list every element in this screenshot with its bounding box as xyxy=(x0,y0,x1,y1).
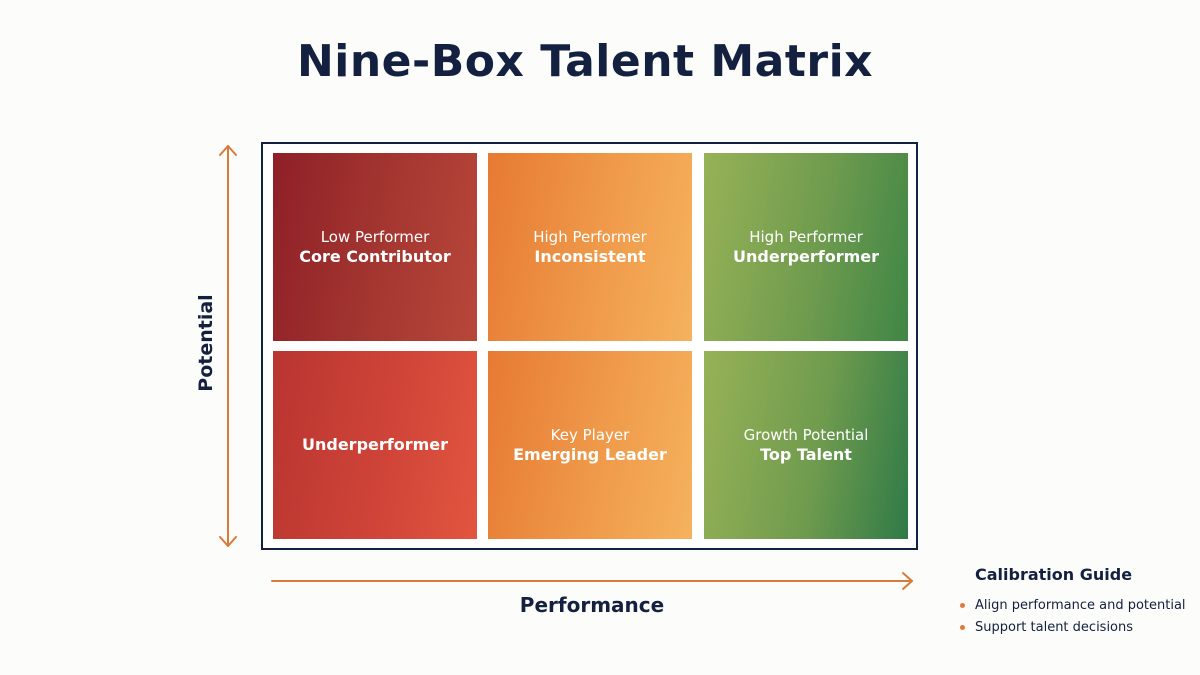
guide-item-text: Align performance and potential xyxy=(975,597,1186,613)
cell-title: Underperformer xyxy=(301,435,449,454)
x-axis-arrow xyxy=(271,572,913,590)
matrix-cell-top-talent: Growth Potential Top Talent xyxy=(704,351,908,539)
cell-title: Top Talent xyxy=(760,445,852,464)
cell-subtitle: High Performer xyxy=(749,228,863,246)
calibration-guide: Calibration Guide Align performance and … xyxy=(960,565,1190,638)
guide-item: Support talent decisions xyxy=(960,616,1190,638)
matrix-cell-core-contributor: Low Performer Core Contributor xyxy=(273,153,477,341)
y-axis-arrow xyxy=(219,145,237,547)
cell-subtitle: High Performer xyxy=(533,228,647,246)
bullet-icon xyxy=(960,624,965,630)
cell-subtitle: Growth Potential xyxy=(743,426,869,444)
x-axis-label: Performance xyxy=(519,593,665,617)
cell-title: Underperformer xyxy=(732,247,880,266)
guide-item-text: Support talent decisions xyxy=(975,619,1134,635)
page-title: Nine-Box Talent Matrix xyxy=(296,36,874,87)
bullet-icon xyxy=(960,602,965,608)
cell-title: Emerging Leader xyxy=(513,445,667,464)
guide-item: Align performance and potential xyxy=(960,594,1190,616)
matrix-cell-underperformer-high: High Performer Underperformer xyxy=(704,153,908,341)
y-axis-label: Potential xyxy=(195,294,217,392)
matrix-cell-inconsistent: High Performer Inconsistent xyxy=(488,153,692,341)
matrix-cell-underperformer: Underperformer xyxy=(273,351,477,539)
cell-title: Inconsistent xyxy=(534,247,646,266)
matrix-cell-emerging-leader: Key Player Emerging Leader xyxy=(488,351,692,539)
cell-subtitle: Low Performer xyxy=(320,228,430,246)
cell-title: Core Contributor xyxy=(299,247,451,266)
cell-subtitle: Key Player xyxy=(550,426,630,444)
guide-title: Calibration Guide xyxy=(975,565,1133,584)
